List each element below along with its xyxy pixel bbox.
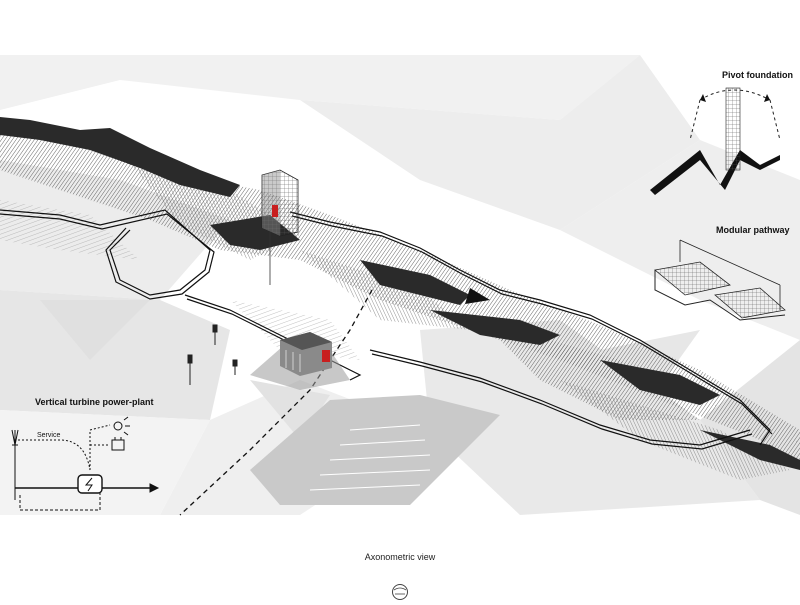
- caption: Axonometric view: [364, 552, 436, 562]
- parking-lot: [250, 395, 500, 505]
- label-service: Service: [37, 432, 61, 439]
- lookout-tower: [261, 169, 299, 285]
- lightbulb-icon: [113, 416, 130, 436]
- pivot-foundation-detail: [650, 87, 781, 195]
- upper-pathway: [289, 211, 773, 446]
- visitor-building: [250, 332, 350, 390]
- wind-turbine-icon: [187, 324, 238, 385]
- lower-pathway: [0, 209, 753, 450]
- service-route: [179, 289, 373, 516]
- label-modular-pathway: Modular pathway: [716, 225, 790, 235]
- outlet-icon: [111, 437, 125, 451]
- terrain-escarpment: [0, 117, 800, 470]
- battery-icon: [77, 474, 103, 494]
- modular-pathway-detail: [654, 239, 786, 321]
- wind-turbine-icon: [11, 429, 19, 446]
- compass-icon: [392, 584, 408, 600]
- label-pivot-foundation: Pivot foundation: [722, 70, 793, 80]
- label-turbine-plant: Vertical turbine power-plant: [35, 397, 154, 407]
